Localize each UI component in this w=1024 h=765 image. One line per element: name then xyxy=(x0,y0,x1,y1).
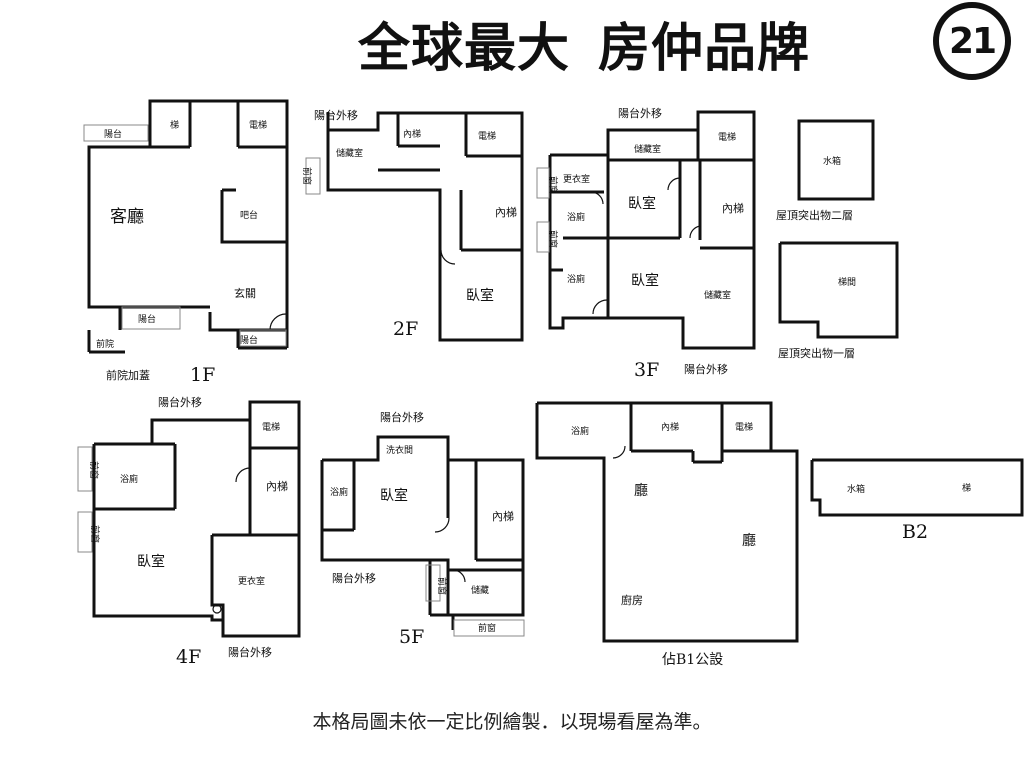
f5-window-2: 前窗 xyxy=(478,622,496,634)
f4-elevator: 電梯 xyxy=(262,421,280,433)
f2-window: 前窗 xyxy=(301,167,313,185)
f4-floor-label: 4F xyxy=(176,646,201,668)
f1-hall: 玄關 xyxy=(234,286,256,300)
b2-floor-label: B2 xyxy=(902,521,928,543)
b1-room-2: 廳 xyxy=(742,532,756,549)
f4-balcony-bottom: 陽台外移 xyxy=(228,645,272,659)
f1-balcony-right: 陽台 xyxy=(240,334,258,346)
f3-window-1: 前窗 xyxy=(547,176,559,194)
f3-inner-stairs: 內梯 xyxy=(722,202,744,215)
f2-balcony: 陽台外移 xyxy=(314,108,358,122)
f4-bedroom: 臥室 xyxy=(137,553,165,570)
b1-note: 佔B1公設 xyxy=(662,652,723,668)
floor-1f-walls xyxy=(87,99,289,354)
floor-b1-walls xyxy=(535,401,799,643)
f1-floor-label: 1F xyxy=(190,364,215,386)
f5-inner-stairs: 內梯 xyxy=(492,510,514,523)
f1-courtyard: 前院 xyxy=(96,338,114,350)
roof-stairs: 梯間 xyxy=(838,276,856,288)
f3-balcony-top: 陽台外移 xyxy=(618,106,662,120)
f4-inner-stairs: 內梯 xyxy=(266,480,288,493)
floor-b2-walls xyxy=(810,458,1024,517)
f1-note: 前院加蓋 xyxy=(106,368,150,382)
f2-inner-stairs: 內梯 xyxy=(403,128,421,140)
b1-bath: 浴廁 xyxy=(571,425,589,437)
f3-storage: 儲藏室 xyxy=(634,143,661,155)
f2-elevator: 電梯 xyxy=(478,130,496,142)
floor-2f-walls xyxy=(326,111,524,342)
floor-5f-walls xyxy=(320,435,525,630)
f5-floor-label: 5F xyxy=(399,626,424,648)
roof-walls xyxy=(778,119,899,339)
f3-balcony-bottom: 陽台外移 xyxy=(684,362,728,376)
f4-window-2: 前窗 xyxy=(89,525,101,543)
f3-closet: 更衣室 xyxy=(563,173,590,185)
f1-balcony-mid: 陽台 xyxy=(138,313,156,325)
f2-bedroom: 臥室 xyxy=(466,287,494,304)
f4-balcony-top: 陽台外移 xyxy=(158,395,202,409)
f4-bath: 浴廁 xyxy=(120,473,138,485)
brand-logo: 21 xyxy=(933,2,1011,80)
window-markers xyxy=(77,124,550,637)
f3-window-2: 前窗 xyxy=(547,230,559,248)
door-swings xyxy=(212,177,701,614)
title-left: 全球最大 xyxy=(358,19,571,79)
floor-4f-walls xyxy=(92,400,301,638)
b1-kitchen: 廚房 xyxy=(621,593,643,607)
f5-bath: 浴廁 xyxy=(330,486,348,498)
floor-3f-walls xyxy=(548,110,756,350)
f1-stairs: 梯 xyxy=(170,119,179,131)
f3-storage-2: 儲藏室 xyxy=(704,289,731,301)
f2-floor-label: 2F xyxy=(393,318,418,340)
f1-balcony-top: 陽台 xyxy=(104,128,122,140)
f3-bedroom-1: 臥室 xyxy=(628,195,656,212)
f5-laundry: 洗衣間 xyxy=(386,444,413,456)
roof-level-1: 屋頂突出物一層 xyxy=(778,346,855,360)
b1-room-1: 廳 xyxy=(634,482,648,499)
f3-bath-2: 浴廁 xyxy=(567,273,585,285)
roof-tank: 水箱 xyxy=(823,155,841,167)
f5-storage: 儲藏 xyxy=(471,584,489,596)
page-title: 全球最大房仲品牌 xyxy=(358,6,810,81)
f1-elevator: 電梯 xyxy=(249,119,267,131)
f1-living-room: 客廳 xyxy=(110,207,144,227)
f5-balcony-bottom: 陽台外移 xyxy=(332,571,376,585)
f5-balcony-top: 陽台外移 xyxy=(380,410,424,424)
f4-closet: 更衣室 xyxy=(238,575,265,587)
floor-plan-diagram: 陽台 梯 電梯 客廳 吧台 玄關 陽台 前院 陽台 前院加蓋 1F 陽台外移 內… xyxy=(77,99,1024,668)
f3-bedroom-2: 臥室 xyxy=(631,272,659,289)
f2-inner-stairs-2: 內梯 xyxy=(495,206,517,219)
b2-tank: 水箱 xyxy=(847,483,865,495)
b2-stairs: 梯 xyxy=(962,482,971,494)
b1-inner-stairs: 內梯 xyxy=(661,421,679,433)
title-right: 房仲品牌 xyxy=(598,19,811,79)
f4-window-1: 前窗 xyxy=(88,461,100,479)
b1-elevator: 電梯 xyxy=(735,421,753,433)
disclaimer-text: 本格局圖未依一定比例繪製．以現場看屋為準。 xyxy=(312,711,712,733)
roof-level-2: 屋頂突出物二層 xyxy=(776,208,853,222)
f3-bath-1: 浴廁 xyxy=(567,211,585,223)
f3-elevator: 電梯 xyxy=(718,131,736,143)
f2-closet: 儲藏室 xyxy=(336,147,363,159)
f5-window-1: 前窗 xyxy=(436,577,448,595)
f1-bar: 吧台 xyxy=(240,209,258,221)
f3-floor-label: 3F xyxy=(634,359,659,381)
f5-bedroom: 臥室 xyxy=(380,487,408,504)
